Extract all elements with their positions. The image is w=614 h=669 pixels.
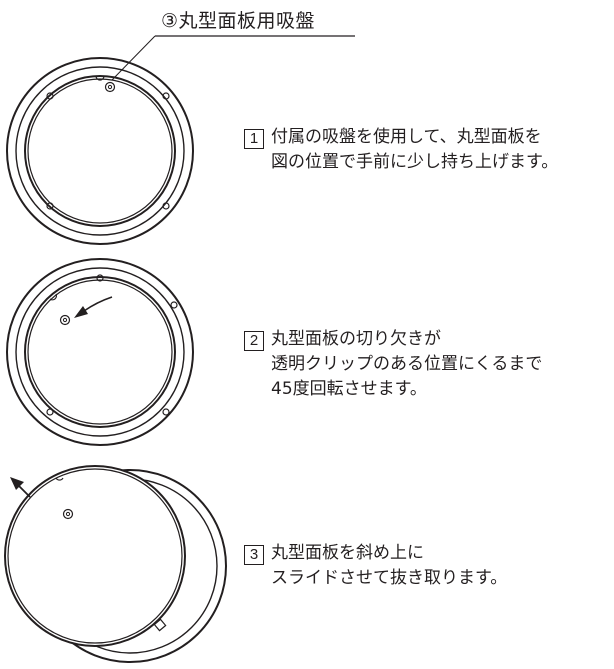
step-2-line-2: 透明クリップのある位置にくるまで <box>271 354 543 374</box>
step-3-line-1: 丸型面板を斜め上に <box>271 543 424 563</box>
step-1-text: 付属の吸盤を使用して、丸型面板を 図の位置で手前に少し持ち上げます。 <box>271 125 558 175</box>
step-2: 2 丸型面板の切り欠きが 透明クリップのある位置にくるまで 45度回転させます。 <box>244 327 542 402</box>
rotation-arrow-icon <box>83 296 113 312</box>
suction-cup-icon <box>104 81 116 93</box>
step-1-line-2: 図の位置で手前に少し持ち上げます。 <box>271 152 559 172</box>
step-1: 1 付属の吸盤を使用して、丸型面板を 図の位置で手前に少し持ち上げます。 <box>244 125 558 175</box>
step-1-line-1: 付属の吸盤を使用して、丸型面板を <box>271 127 542 147</box>
callout-leader <box>111 35 355 81</box>
step-2-number: 2 <box>244 331 264 351</box>
figure-3-fixture <box>4 465 227 663</box>
suction-cup-label: ③丸型面板用吸盤 <box>161 10 316 32</box>
step-1-number: 1 <box>244 129 264 149</box>
step-3-number: 3 <box>244 545 264 565</box>
step-3-line-2: スライドさせて抜き取ります。 <box>271 568 508 588</box>
figure-2-fixture <box>6 258 194 446</box>
step-2-text: 丸型面板の切り欠きが 透明クリップのある位置にくるまで 45度回転させます。 <box>271 327 542 402</box>
suction-cup-icon <box>62 508 74 520</box>
step-2-line-3: 45度回転させます。 <box>271 379 427 399</box>
slide-arrow-icon <box>17 484 31 498</box>
figure-1-fixture <box>6 57 194 245</box>
suction-cup-icon <box>59 314 71 326</box>
step-3: 3 丸型面板を斜め上に スライドさせて抜き取ります。 <box>244 541 507 591</box>
step-2-line-1: 丸型面板の切り欠きが <box>271 329 441 349</box>
step-3-text: 丸型面板を斜め上に スライドさせて抜き取ります。 <box>271 541 507 591</box>
